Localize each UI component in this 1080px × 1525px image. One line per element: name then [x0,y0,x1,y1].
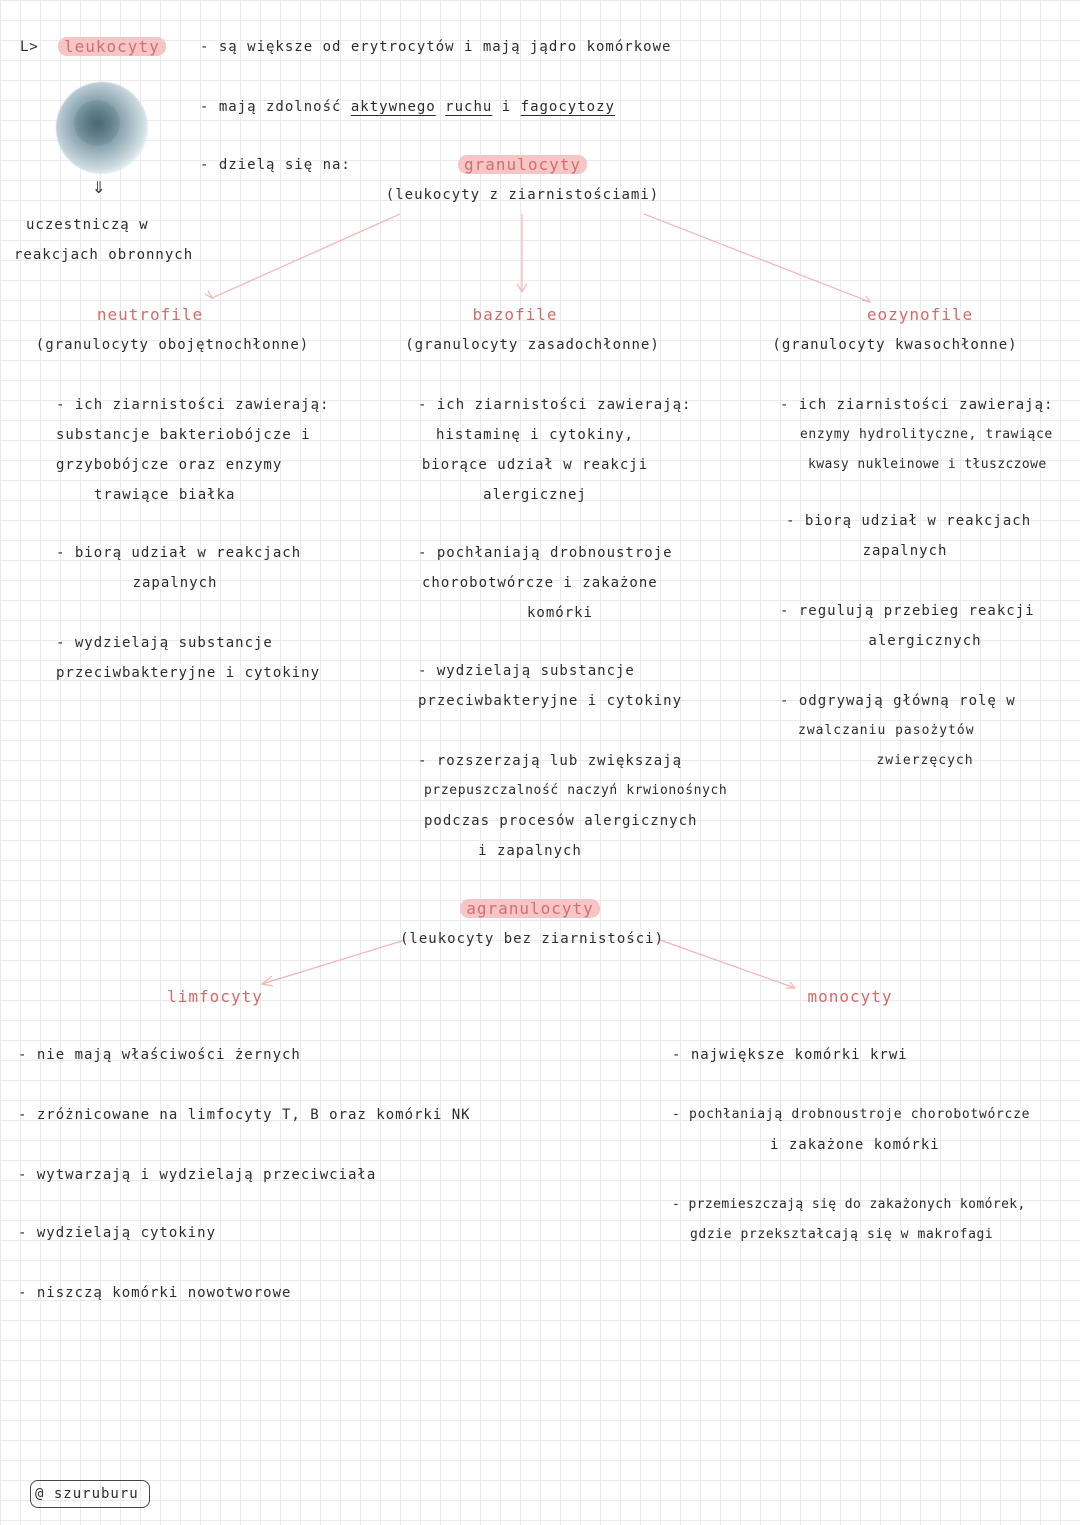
basophils-line: histaminę i cytokiny, [435,427,634,443]
eosinophils-line: zwalczaniu pasożytów [798,723,975,738]
basophils-line: podczas procesów alergicznych [424,813,698,829]
monocytes-line: - pochłaniają drobnoustroje chorobotwórc… [672,1107,1031,1122]
basophils-line: i zapalnych [478,843,582,859]
neutrophils-line: przeciwbakteryjne i cytokiny [56,665,321,681]
monocytes-title: monocyty [807,987,893,1006]
monocytes-line: gdzie przekształcają się w makrofagi [690,1227,994,1242]
header-bullet-1: - są większe od erytrocytów i mają jądro… [200,39,672,55]
header-arrow: L> [20,39,39,55]
basophils-line: przeciwbakteryjne i cytokiny [418,693,683,709]
basophils-line: biorące udział w reakcji [421,457,649,473]
signature-badge: @ szuruburu [30,1480,150,1508]
lymphocytes-line: - zróżnicowane na limfocyty T, B oraz ko… [18,1107,471,1123]
neutrophils-line: - ich ziarnistości zawierają: [56,397,330,413]
lymphocytes-line: - nie mają właściwości żernych [18,1047,301,1063]
eosinophils-title: eozynofile [866,305,974,324]
basophils-line: chorobotwórcze i zakażone [422,575,658,591]
monocytes-line: - przemieszczają się do zakażonych komór… [672,1197,1026,1212]
arrow-down-icon: ⇓ [92,174,106,199]
page-title: leukocyty [58,32,166,63]
monocytes-line: - największe komórki krwi [672,1047,908,1063]
agranulocytes-subtitle: (leukocyty bez ziarnistości) [400,931,665,947]
neutrophils-title: neutrofile [96,305,204,324]
leukocyte-nucleus [74,100,120,146]
lymphocytes-line: - wydzielają cytokiny [18,1225,217,1241]
eosinophils-line: enzymy hydrolityczne, trawiące [800,427,1053,442]
neutrophils-line: trawiące białka [94,487,236,503]
granulocytes-subtitle: (leukocyty z ziarnistościami) [385,187,660,203]
lymphocytes-line: - wytwarzają i wydzielają przeciwciała [18,1167,377,1183]
neutrophils-line: grzybobójcze oraz enzymy [56,457,283,473]
basophils-line: - wydzielają substancje [418,663,635,679]
lymphocytes-line: - niszczą komórki nowotworowe [18,1285,292,1301]
agranulocytes-title: agranulocyty [420,894,640,925]
basophils-line: przepuszczalność naczyń krwionośnych [424,783,728,798]
eosinophils-line: - regulują przebieg reakcji [780,603,1035,619]
basophils-line: - ich ziarnistości zawierają: [418,397,692,413]
defense-line-2: reakcjach obronnych [14,247,194,263]
eosinophils-line: - odgrywają główną rolę w [780,693,1016,709]
header-bullet-3: - dzielą się na: [200,157,351,173]
monocytes-line: i zakażone komórki [770,1137,940,1153]
basophils-subtitle: (granulocyty zasadochłonne) [405,337,660,353]
eosinophils-line: - ich ziarnistości zawierają: [780,397,1054,413]
neutrophils-line: - wydzielają substancje [56,635,273,651]
basophils-line: - rozszerzają lub zwiększają [418,753,683,769]
basophils-line: alergicznej [483,487,587,503]
eosinophils-line: zwierzęcych [876,753,974,768]
neutrophils-line: substancje bakteriobójcze i [56,427,311,443]
header-bullet-2: - mają zdolność aktywnego ruchu i fagocy… [200,99,615,115]
eosinophils-line: kwasy nukleinowe i tłuszczowe [808,457,1047,472]
eosinophils-subtitle: (granulocyty kwasochłonne) [772,337,1018,353]
granulocytes-title: granulocyty [400,150,645,181]
defense-line-1: uczestniczą w [26,217,149,233]
eosinophils-line: alergicznych [868,633,982,649]
basophils-title: bazofile [472,305,558,324]
eosinophils-line: zapalnych [862,543,948,559]
neutrophils-line: - biorą udział w reakcjach [56,545,302,561]
neutrophils-line: zapalnych [132,575,218,591]
neutrophils-subtitle: (granulocyty obojętnochłonne) [35,337,310,353]
basophils-line: komórki [526,605,593,621]
eosinophils-line: - biorą udział w reakcjach [786,513,1032,529]
basophils-line: - pochłaniają drobnoustroje [418,545,673,561]
lymphocytes-title: limfocyty [167,987,263,1006]
